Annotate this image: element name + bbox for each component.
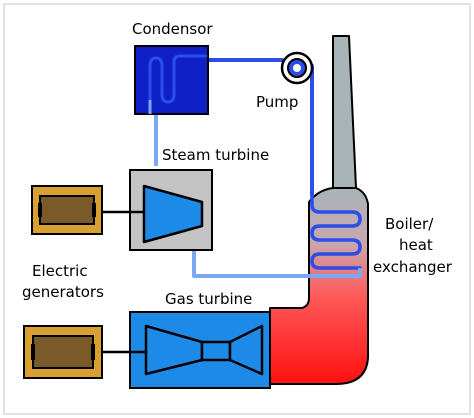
boiler-label-line1: Boiler/ bbox=[385, 215, 434, 233]
electric-generators-label-line2: generators bbox=[22, 283, 104, 301]
boiler-label-line2: heat bbox=[399, 236, 433, 254]
gas-turbine bbox=[129, 311, 271, 389]
steam-turbine-label: Steam turbine bbox=[162, 146, 269, 164]
boiler-label-line3: exchanger bbox=[373, 258, 453, 276]
boiler-body bbox=[269, 187, 369, 385]
steam-turbine bbox=[129, 169, 213, 251]
generator-upper bbox=[31, 185, 103, 235]
condensor-label: Condensor bbox=[132, 20, 213, 38]
water-pipe bbox=[206, 58, 314, 197]
gas-turbine-label: Gas turbine bbox=[165, 290, 252, 308]
pump-label: Pump bbox=[256, 93, 298, 111]
heat-exchanger-coil bbox=[310, 193, 362, 270]
condensor bbox=[134, 45, 209, 115]
pump bbox=[280, 51, 314, 85]
generator-lower bbox=[23, 325, 103, 379]
electric-generators-label-line1: Electric bbox=[32, 262, 88, 280]
